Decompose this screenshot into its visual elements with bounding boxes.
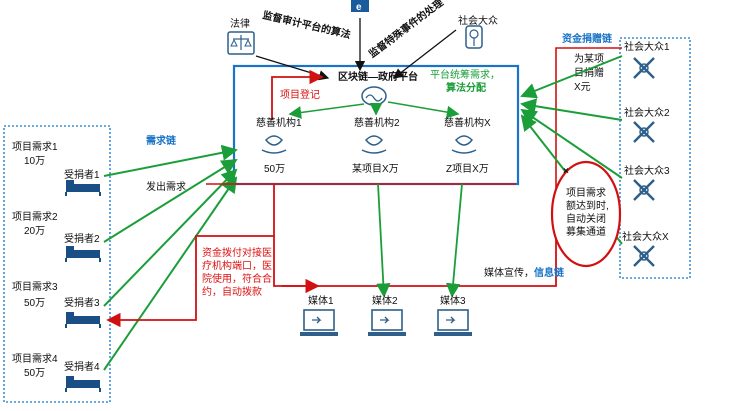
platform-title: 区块链—政府平台: [338, 70, 418, 83]
donate-arrow-3: [520, 108, 623, 179]
ribbon-icon: [633, 245, 655, 267]
charity-1-label: 慈善机构1: [256, 116, 302, 129]
left-demand-panel: [3, 125, 111, 403]
project-amount-1: 10万: [24, 156, 45, 167]
alloc-arrow-1: [288, 103, 365, 119]
auto-close-4: 募集通道: [566, 225, 606, 238]
demand-arrow-1: [103, 144, 238, 177]
auto-close-1: 项目需求: [566, 187, 606, 199]
center-top-icon: e: [351, 0, 369, 13]
left-group-3: 项目需求3 50万 受捐者3: [12, 281, 101, 328]
bed-icon: [65, 312, 101, 328]
charity-2-amount: 某项目X万: [352, 163, 399, 175]
project-register-arrow: [271, 69, 324, 120]
charity-1-amount: 50万: [264, 164, 285, 175]
donate-note-1: 为某项: [574, 53, 604, 65]
media-green-arrow-2: [376, 183, 391, 298]
media-label-prefix: 媒体宣传，: [484, 266, 534, 279]
platform-logo-icon: [361, 86, 387, 106]
platform-alloc-line2: 算法分配: [445, 81, 486, 94]
left-group-4: 项目需求4 50万 受捐者4: [12, 353, 101, 392]
ribbon-icon: [633, 121, 655, 143]
svg-text:e: e: [356, 2, 362, 13]
right-public-panel: [619, 37, 691, 279]
recipient-1-label: 受捐者1: [64, 168, 100, 181]
media-3-label: 媒体3: [440, 295, 466, 307]
funds-note-4: 约，自动拨款: [202, 285, 262, 298]
recipient-2-label: 受捐者2: [64, 232, 100, 245]
project-register-label: 项目登记: [280, 88, 320, 101]
public-top-icon: [465, 25, 483, 49]
issue-demand-label: 发出需求: [146, 180, 186, 193]
monitor-icon: [300, 309, 338, 336]
bed-icon: [65, 246, 101, 262]
bed-icon: [65, 376, 101, 392]
public-1-label: 社会大众1: [624, 40, 670, 53]
media-red-line: [273, 204, 557, 287]
auto-close-3: 自动关闭: [566, 212, 606, 225]
audit-algo-label: 监督审计平台的算法: [261, 8, 352, 41]
demand-arrow-3: [103, 168, 238, 307]
funds-note-3: 院使用，符合合: [202, 272, 272, 285]
project-amount-3: 50万: [24, 298, 45, 309]
alloc-arrow-x: [387, 101, 460, 119]
ribbon-icon: [633, 57, 655, 79]
monitor-icon: [434, 309, 472, 336]
demand-chain-label: 需求链: [146, 134, 177, 147]
charity-2-label: 慈善机构2: [354, 116, 400, 129]
project-need-4: 项目需求4: [12, 353, 58, 365]
left-group-2: 项目需求2 20万 受捐者2: [12, 211, 101, 262]
media-1-label: 媒体1: [308, 295, 334, 307]
auto-close-ellipse: [550, 160, 622, 268]
donate-note-3: X元: [574, 82, 591, 93]
funds-note-2: 疗机构端口，医: [202, 259, 272, 272]
project-need-2: 项目需求2: [12, 211, 58, 223]
info-chain-label: 信息链: [534, 266, 565, 279]
charity-x-amount: Z项目X万: [446, 163, 489, 175]
law-label: 法律: [230, 17, 250, 30]
public-top-label: 社会大众: [458, 14, 498, 27]
public-x-label: 社会大众X: [622, 230, 669, 243]
project-need-1: 项目需求1: [12, 141, 58, 153]
law-icon: [227, 31, 255, 55]
charity-x-icon: [451, 135, 477, 154]
recipient-3-label: 受捐者3: [64, 296, 100, 309]
media-green-arrow-3: [445, 183, 463, 298]
demand-arrow-2: [103, 158, 238, 243]
public-2-label: 社会大众2: [624, 106, 670, 119]
recipient-4-label: 受捐者4: [64, 360, 100, 373]
charity-2-icon: [361, 135, 387, 154]
project-amount-4: 50万: [24, 368, 45, 379]
charity-x-label: 慈善机构X: [444, 116, 491, 129]
donate-arrow-1: [520, 55, 623, 99]
left-group-1: 项目需求1 10万 受捐者1: [12, 141, 101, 196]
funds-transfer-arrow: [106, 184, 275, 328]
funds-note-1: 资金拨付对接医: [202, 246, 272, 259]
cross-mark: ×: [563, 166, 569, 177]
donation-chain-label: 资金捐赠链: [562, 32, 613, 45]
platform-alloc-line1: 平台统筹需求，: [430, 68, 500, 81]
media-2-label: 媒体2: [372, 295, 398, 307]
bed-icon: [65, 180, 101, 196]
demand-arrow-4: [103, 176, 238, 371]
project-amount-2: 20万: [24, 226, 45, 237]
ribbon-icon: [633, 179, 655, 201]
donation-red-line: [555, 47, 622, 204]
charity-1-icon: [261, 135, 287, 154]
monitor-icon: [368, 309, 406, 336]
supervise-label: 监督特殊事件的处理: [366, 0, 446, 60]
donate-arrow-2: [520, 98, 623, 121]
public-3-label: 社会大众3: [624, 164, 670, 177]
donate-note-2: 目捐赠: [574, 66, 604, 79]
project-need-3: 项目需求3: [12, 281, 58, 293]
public-top-arrow: [392, 29, 457, 79]
auto-close-2: 额达到时,: [566, 199, 609, 212]
